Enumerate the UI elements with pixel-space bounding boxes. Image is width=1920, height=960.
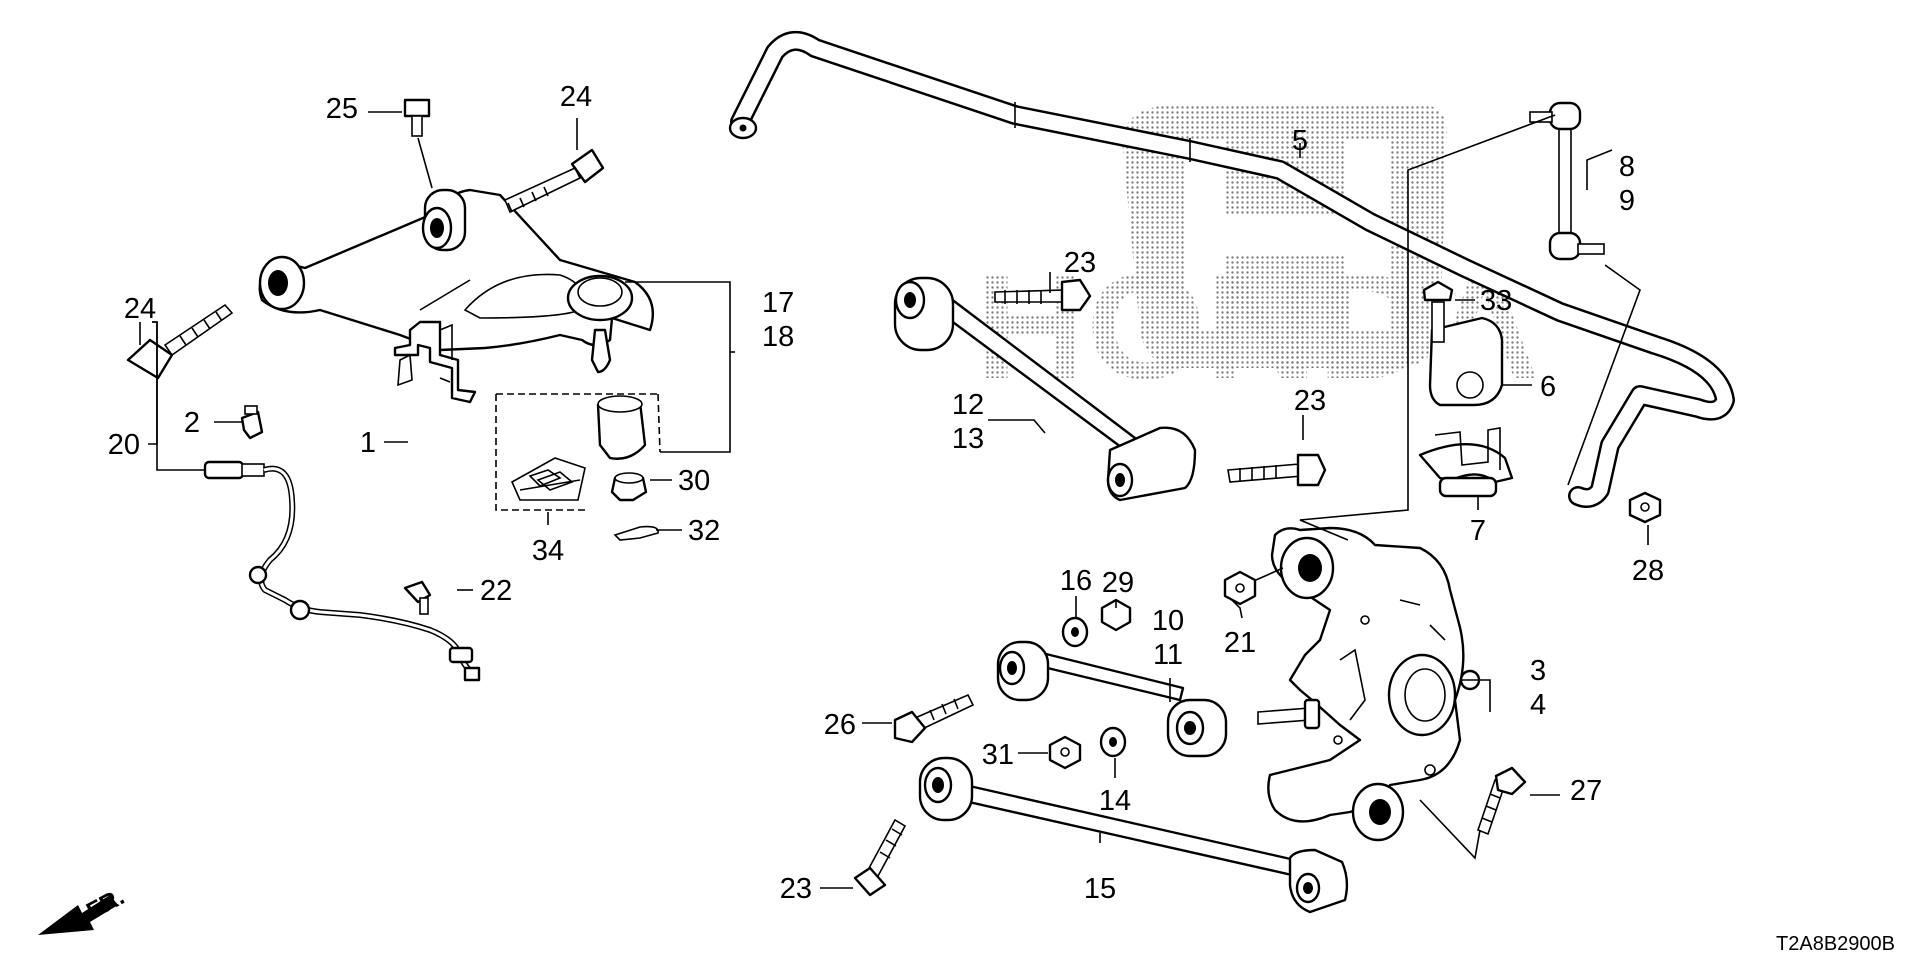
bolt-23-middle: [1227, 453, 1327, 487]
callouts: 25 24 24 17 18 2 20 1 30 32 34 22 5 8 9 …: [108, 81, 1664, 905]
bracket-1: [393, 320, 477, 404]
callout-13: 13: [952, 423, 984, 455]
callout-10: 10: [1152, 605, 1184, 637]
callout-16: 16: [1060, 565, 1092, 597]
callout-20: 20: [108, 429, 140, 461]
washer-16: [1061, 616, 1089, 648]
callout-14: 14: [1099, 785, 1131, 817]
nut-30: [610, 472, 648, 502]
washer-14: [1099, 726, 1127, 758]
callout-17: 17: [762, 287, 794, 319]
bolt-24-left: [126, 303, 234, 380]
front-direction-arrow: FR.: [38, 883, 129, 935]
callout-24-left: 24: [124, 293, 156, 325]
bolt-33: [1422, 280, 1454, 343]
callout-34: 34: [532, 535, 564, 567]
nut-21: [1223, 570, 1257, 606]
callout-23-upper: 23: [1064, 247, 1096, 279]
knuckle: [1267, 526, 1481, 842]
lower-arm-12-13: [893, 276, 1197, 502]
upper-link-10-11: [996, 640, 1321, 758]
callout-5: 5: [1292, 125, 1308, 157]
nut-31: [1048, 735, 1082, 770]
callout-15: 15: [1084, 873, 1116, 905]
bolt-27: [1476, 766, 1527, 836]
nut-28: [1628, 491, 1662, 524]
callout-4: 4: [1530, 689, 1546, 721]
stabilizer-bushing: [1428, 316, 1504, 407]
repair-kit-34: [495, 393, 661, 511]
upper-arm: [258, 188, 655, 374]
callout-23-lower: 23: [780, 873, 812, 905]
callout-8: 8: [1619, 151, 1635, 183]
bolt-26: [893, 693, 975, 744]
dust-boot: [596, 395, 647, 460]
callout-6: 6: [1540, 371, 1556, 403]
callout-27: 27: [1570, 775, 1602, 807]
stabilizer-bar: [728, 31, 1735, 508]
callout-25: 25: [326, 93, 358, 125]
callout-11: 11: [1153, 639, 1183, 671]
lower-link-15: [918, 756, 1349, 914]
callout-29: 29: [1102, 567, 1134, 599]
leader-lines: [139, 111, 1649, 889]
callout-2: 2: [184, 407, 200, 439]
cotter-pin-32: [613, 525, 659, 541]
callout-7: 7: [1470, 515, 1486, 547]
bolt-24-upper: [503, 148, 605, 214]
callout-33: 33: [1480, 285, 1512, 317]
bolt-22: [403, 580, 432, 615]
stabilizer-link: [1529, 101, 1605, 261]
callout-31: 31: [982, 739, 1014, 771]
callout-32: 32: [688, 515, 720, 547]
bolt-23-lower: [853, 818, 907, 897]
callout-1: 1: [360, 427, 376, 459]
callout-24-upper: 24: [560, 81, 592, 113]
callout-9: 9: [1619, 185, 1635, 217]
callout-21: 21: [1224, 627, 1256, 659]
abs-sensor-wire: [203, 460, 481, 682]
callout-18: 18: [762, 321, 794, 353]
bolt-25: [403, 98, 431, 137]
bolt-23-upper: [994, 278, 1092, 312]
stabilizer-holder: [1418, 427, 1514, 498]
callout-22: 22: [480, 575, 512, 607]
callout-30: 30: [678, 465, 710, 497]
callout-23-middle: 23: [1294, 385, 1326, 417]
callout-3: 3: [1530, 655, 1546, 687]
callout-12: 12: [952, 389, 984, 421]
callout-26: 26: [824, 709, 856, 741]
sensor-clip-2: [240, 405, 264, 440]
diagram-code: T2A8B2900B: [1776, 933, 1895, 955]
callout-28: 28: [1632, 555, 1664, 587]
